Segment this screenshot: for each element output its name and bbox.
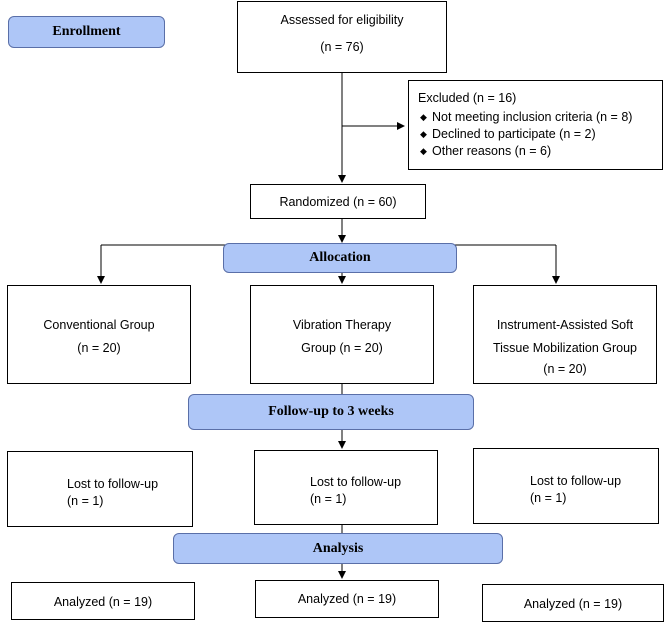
group-name-cont: Tissue Mobilization Group <box>492 340 638 355</box>
lost-label: Lost to follow-up <box>310 475 402 489</box>
stage-analysis-label: Analysis <box>312 540 364 556</box>
excluded-reason-item: ◆ Declined to participate (n = 2) <box>418 126 662 143</box>
analyzed-box-vibration: Analyzed (n = 19) <box>255 580 439 618</box>
diamond-bullet-icon: ◆ <box>420 145 427 156</box>
lost-count: (n = 1) <box>67 493 104 508</box>
randomized-box: Randomized (n = 60) <box>250 184 426 219</box>
lost-box-iastm: Lost to follow-up (n = 1) <box>473 448 659 524</box>
excluded-reason-text: Not meeting inclusion criteria (n = 8) <box>432 109 633 124</box>
stage-allocation: Allocation <box>223 243 457 273</box>
excluded-reason-item: ◆ Not meeting inclusion criteria (n = 8) <box>418 109 662 126</box>
group-box-vibration: Vibration Therapy Group (n = 20) <box>250 285 434 384</box>
group-count: Group (n = 20) <box>301 340 383 355</box>
assessed-label: Assessed for eligibility <box>280 13 404 27</box>
excluded-reason-text: Other reasons (n = 6) <box>432 143 552 158</box>
stage-enrollment-label: Enrollment <box>52 24 121 39</box>
stage-allocation-label: Allocation <box>309 250 371 265</box>
diamond-bullet-icon: ◆ <box>420 128 427 139</box>
analyzed-label: Analyzed (n = 19) <box>523 597 623 611</box>
lost-count: (n = 1) <box>530 490 567 505</box>
randomized-label: Randomized (n = 60) <box>279 195 397 209</box>
group-name: Conventional Group <box>43 318 155 332</box>
stage-followup-label: Follow-up to 3 weeks <box>268 404 394 419</box>
group-count: (n = 20) <box>77 340 121 355</box>
group-count: (n = 20) <box>543 361 587 376</box>
excluded-reason-text: Declined to participate (n = 2) <box>432 126 596 141</box>
analyzed-label: Analyzed (n = 19) <box>53 595 153 609</box>
lost-label: Lost to follow-up <box>530 474 622 488</box>
group-name: Instrument-Assisted Soft <box>496 318 634 332</box>
excluded-reason-item: ◆ Other reasons (n = 6) <box>418 143 662 160</box>
analyzed-label: Analyzed (n = 19) <box>297 592 397 606</box>
stage-followup: Follow-up to 3 weeks <box>188 394 474 430</box>
group-box-iastm: Instrument-Assisted Soft Tissue Mobiliza… <box>473 285 657 384</box>
analyzed-box-conventional: Analyzed (n = 19) <box>11 582 195 620</box>
excluded-title: Excluded (n = 16) <box>418 91 517 105</box>
stage-analysis: Analysis <box>173 533 503 564</box>
assessed-box: Assessed for eligibility (n = 76) <box>237 1 447 73</box>
lost-count: (n = 1) <box>310 491 347 506</box>
lost-label: Lost to follow-up <box>67 477 159 491</box>
group-name: Vibration Therapy <box>292 318 392 332</box>
stage-enrollment: Enrollment <box>8 16 165 48</box>
group-box-conventional: Conventional Group (n = 20) <box>7 285 191 384</box>
analyzed-box-iastm: Analyzed (n = 19) <box>482 584 664 622</box>
diamond-bullet-icon: ◆ <box>420 111 427 122</box>
assessed-count: (n = 76) <box>320 39 364 54</box>
excluded-reasons-list: ◆ Not meeting inclusion criteria (n = 8)… <box>418 109 662 160</box>
excluded-box: Excluded (n = 16) ◆ Not meeting inclusio… <box>408 80 663 170</box>
lost-box-conventional: Lost to follow-up (n = 1) <box>7 451 193 527</box>
lost-box-vibration: Lost to follow-up (n = 1) <box>254 450 438 525</box>
